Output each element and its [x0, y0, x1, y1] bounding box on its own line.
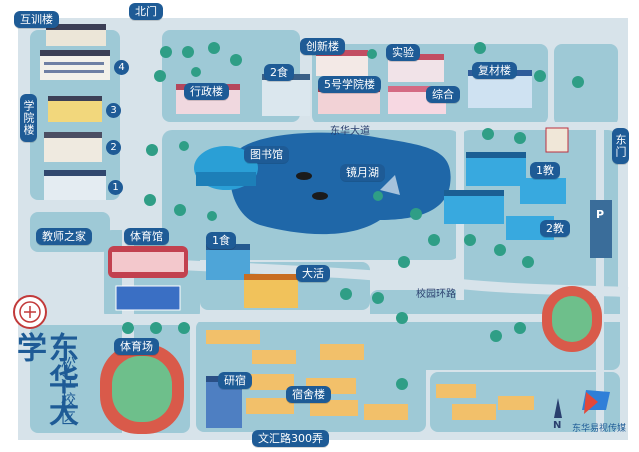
- label-gym: 体育馆: [124, 228, 169, 245]
- college-number-1: 1: [108, 180, 123, 195]
- parking-label: P: [596, 208, 605, 221]
- label-admin: 行政楼: [184, 83, 229, 100]
- road-label-donghua-avenue: 东华大道: [330, 126, 370, 137]
- brand-name: 东华易视传媒: [572, 424, 627, 434]
- college-number-2: 2: [106, 140, 121, 155]
- label-stadium: 体育场: [114, 338, 159, 355]
- building-college-3: [48, 96, 102, 122]
- gate-north-label: 北门: [129, 3, 163, 20]
- label-lake: 镜月湖: [340, 164, 385, 181]
- building-training: [46, 24, 106, 46]
- compass-label: N: [553, 420, 562, 431]
- brand-logo: [582, 390, 610, 414]
- road-label-ring-road: 校园环路: [416, 289, 456, 300]
- label-teach1: 1教: [530, 162, 560, 179]
- label-fuchuang: 复材楼: [472, 62, 517, 79]
- label-innovation: 创新楼: [300, 38, 345, 55]
- label-dorm: 宿舍楼: [286, 386, 331, 403]
- east-track: [542, 286, 602, 352]
- building-library: [194, 146, 258, 190]
- building-teach1: [466, 152, 566, 204]
- building-canteen1: [206, 244, 250, 280]
- building-dahuo: [244, 274, 298, 308]
- building-college-2: [44, 132, 102, 162]
- compass-arrow: [554, 398, 562, 418]
- campus-title: 东华大学: [11, 332, 78, 428]
- label-canteen1: 1食: [206, 232, 236, 249]
- swan-icons: [296, 172, 328, 200]
- building-gym: [108, 246, 188, 278]
- college-number-3: 3: [106, 103, 121, 118]
- parking-lot: [590, 200, 612, 258]
- trees: [122, 42, 584, 390]
- college-number-4: 4: [114, 60, 129, 75]
- stadium-track: [100, 344, 184, 434]
- label-teacher-home: 教师之家: [36, 228, 92, 245]
- campus-subtitle: 松江校区: [59, 356, 77, 428]
- university-seal: [13, 295, 47, 329]
- lake-pavilion: [380, 175, 400, 195]
- dorm-buildings: [206, 330, 534, 420]
- building-college-4: [40, 50, 110, 80]
- building-college-1: [44, 170, 106, 200]
- road-label-wenhui: 文汇路300弄: [252, 430, 329, 447]
- label-college5: 5号学院楼: [318, 76, 381, 93]
- gate-east-label: 东门: [612, 128, 629, 164]
- label-dahuo: 大活: [296, 265, 330, 282]
- tennis-court: [115, 285, 181, 311]
- label-lab: 实验: [386, 44, 420, 61]
- label-training: 互训楼: [14, 11, 59, 28]
- label-teach2: 2教: [540, 220, 570, 237]
- block-northeast: [554, 44, 618, 126]
- east-gate-structure: [545, 127, 569, 153]
- label-grad-dorm: 研宿: [218, 372, 252, 389]
- label-library: 图书馆: [244, 146, 289, 163]
- label-comprehensive: 综合: [426, 86, 460, 103]
- label-college-left: 学院楼: [20, 94, 37, 142]
- label-canteen2: 2食: [264, 64, 294, 81]
